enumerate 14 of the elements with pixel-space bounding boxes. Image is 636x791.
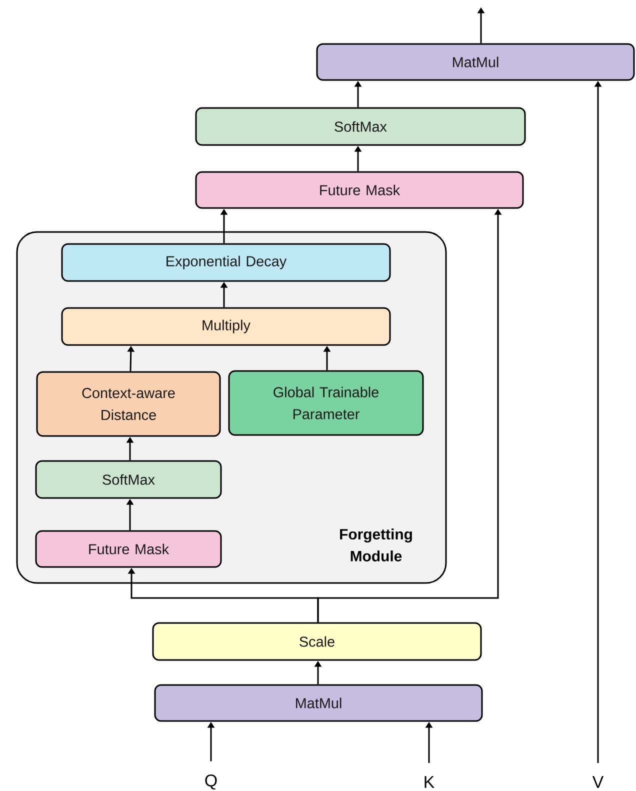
operation-box: Exponential Decay [61, 243, 391, 282]
input-label: Q [205, 774, 217, 790]
operation-box: MatMul [154, 684, 483, 722]
operation-box: SoftMax [195, 107, 526, 146]
operation-box: SoftMax [35, 460, 222, 499]
operation-box: Future Mask [195, 171, 524, 209]
operation-box: MatMul [316, 43, 635, 81]
operation-box: Global Trainable Parameter [228, 370, 424, 436]
operation-box: Future Mask [35, 530, 222, 568]
operation-box: Scale [152, 622, 482, 661]
operation-box: Context-aware Distance [36, 371, 221, 437]
input-label: K [424, 776, 434, 788]
operation-box: Multiply [61, 307, 391, 346]
input-label: V [592, 776, 604, 788]
